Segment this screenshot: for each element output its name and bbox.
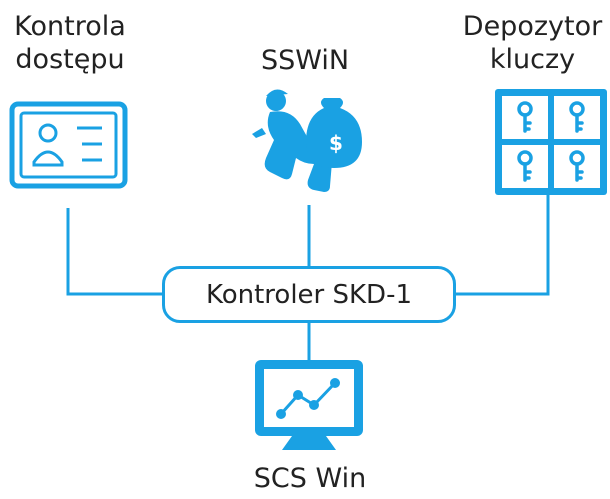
access-control-label-line1: Kontrola [14,11,126,42]
line-access-to-controller [66,208,162,296]
key-depository-label-line2: kluczy [489,44,576,75]
key-depository-label-line1: Depozytor [462,11,603,42]
line-keys-to-controller [456,195,550,296]
controller-label: Kontroler SKD-1 [205,279,413,310]
sswin-label: SSWiN [230,44,380,77]
scs-win-label: SCS Win [220,462,400,495]
access-control-label: Kontrola dostępu [0,10,140,76]
key-depository-label: Depozytor kluczy [455,10,610,76]
sswin-label-text: SSWiN [260,45,350,76]
controller-node: Kontroler SKD-1 [162,266,456,323]
scs-win-label-text: SCS Win [253,463,367,494]
access-control-label-line2: dostępu [15,44,125,75]
